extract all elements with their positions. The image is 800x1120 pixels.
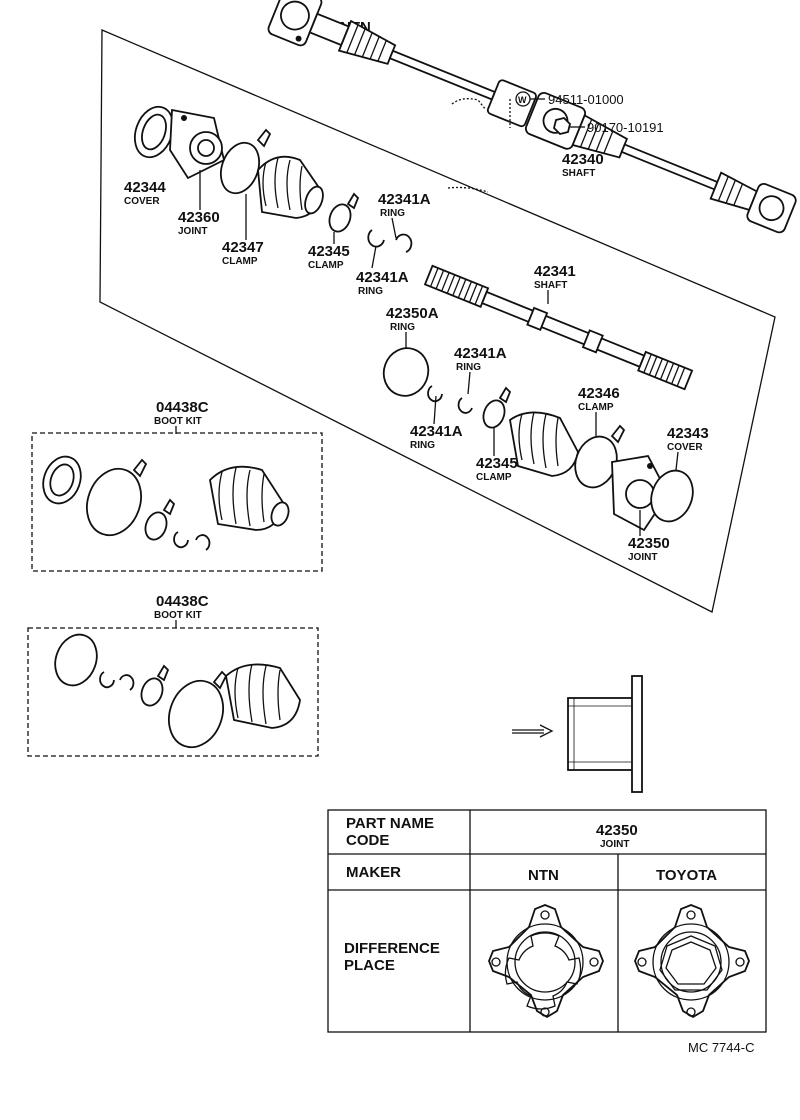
difference-table <box>327 809 767 1033</box>
label-42350-number: 42350 <box>628 535 670 552</box>
washer-symbol: W <box>518 95 527 105</box>
nut-icon <box>553 117 571 135</box>
boot-kit-2-box <box>27 627 319 757</box>
table-part-number: 42350 <box>596 822 638 839</box>
label-42346-name: CLAMP <box>578 402 614 413</box>
table-place-label: PLACE <box>344 957 395 974</box>
label-42343-number: 42343 <box>667 425 709 442</box>
drawing-reference: MC 7744-C <box>688 1040 754 1055</box>
label-42343-name: COVER <box>667 442 703 453</box>
kit1-number: 04438C <box>156 399 209 416</box>
label-42350a-name: RING <box>390 322 415 333</box>
label-42341-name: SHAFT <box>534 280 567 291</box>
label-42347-number: 42347 <box>222 239 264 256</box>
toyota-joint-face <box>634 904 750 1019</box>
label-42360-number: 42360 <box>178 209 220 226</box>
boot-kit-2-parts <box>54 633 301 749</box>
ntn-joint-face <box>488 904 604 1019</box>
assembled-shaft <box>267 0 797 234</box>
label-42346-number: 42346 <box>578 385 620 402</box>
label-42350a-number: 42350A <box>386 305 439 322</box>
label-42347-name: CLAMP <box>222 256 258 267</box>
label-42341a-mid-number: 42341A <box>356 269 409 286</box>
label-42340-name: SHAFT <box>562 168 595 179</box>
label-94511-number: 94511-01000 <box>548 92 624 107</box>
label-42341a-r-name: RING <box>456 362 481 373</box>
kit2-name: BOOT KIT <box>154 610 202 621</box>
label-42340-number: 42340 <box>562 151 604 168</box>
label-42344-number: 42344 <box>124 179 166 196</box>
label-42341a-r-number: 42341A <box>454 345 507 362</box>
label-42341a-top-name: RING <box>380 208 405 219</box>
label-42341-number: 42341 <box>534 263 576 280</box>
label-90170-number: 90170-10191 <box>587 120 664 135</box>
table-part-name: JOINT <box>600 839 629 850</box>
label-42345a-name: CLAMP <box>308 260 344 271</box>
table-difference-label: DIFFERENCE <box>344 940 440 957</box>
kit2-number: 04438C <box>156 593 209 610</box>
label-42341a-mid-name: RING <box>358 286 383 297</box>
center-shaft <box>423 264 694 391</box>
table-maker-ntn: NTN <box>528 867 559 884</box>
boot-kit-1-box <box>31 432 323 572</box>
label-42341a-l-number: 42341A <box>410 423 463 440</box>
label-42345a-number: 42345 <box>308 243 350 260</box>
table-code-label: CODE <box>346 832 389 849</box>
boot-kit-1-parts <box>42 455 290 551</box>
label-42350-name: JOINT <box>628 552 657 563</box>
inner-joint-parts <box>382 347 694 532</box>
table-part-name-label: PART NAME <box>346 815 434 832</box>
label-42345b-number: 42345 <box>476 455 518 472</box>
assembly-frame <box>99 29 776 613</box>
label-42341a-top-number: 42341A <box>378 191 431 208</box>
table-maker-toyota: TOYOTA <box>656 867 717 884</box>
label-42344-name: COVER <box>124 196 160 207</box>
label-42345b-name: CLAMP <box>476 472 512 483</box>
joint-section-inset <box>567 675 643 793</box>
kit1-name: BOOT KIT <box>154 416 202 427</box>
label-42360-name: JOINT <box>178 226 207 237</box>
arrow-icon <box>512 724 554 738</box>
outer-joint-parts <box>133 105 413 253</box>
table-maker-label: MAKER <box>346 864 401 881</box>
label-42341a-l-name: RING <box>410 440 435 451</box>
